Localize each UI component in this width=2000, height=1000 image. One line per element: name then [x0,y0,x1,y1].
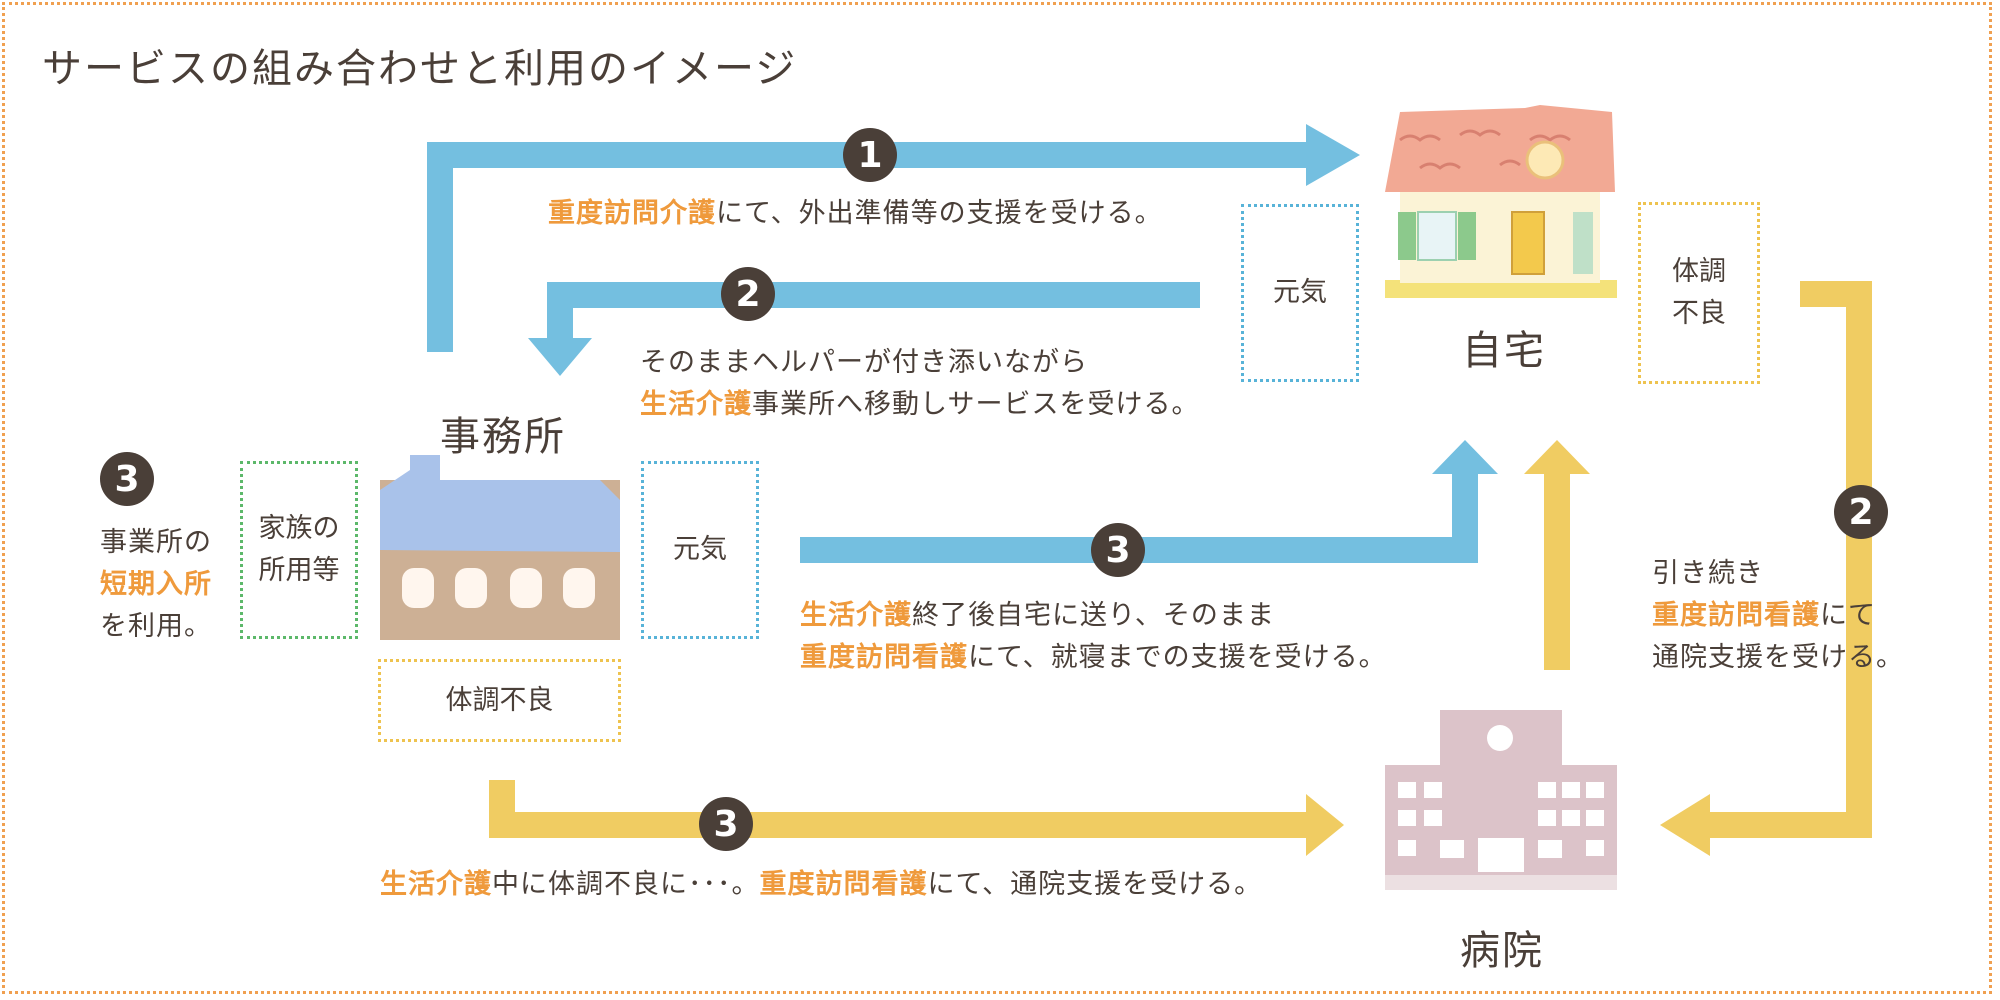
office-label: 事務所 [440,414,566,460]
hospital-building-icon [1385,710,1617,890]
arrow-office-to-hospital [489,780,1344,856]
status-box-taichou-home: 体調 不良 [1638,202,1760,384]
step3-mid-text: 生活介護終了後自宅に送り、そのまま 重度訪問看護にて、就寝までの支援を受ける。 [800,600,1387,673]
status-box-taichou-office: 体調不良 [378,659,621,742]
step-badge-2-right: 2 [1834,485,1888,539]
step2-right-text: 引き続き 重度訪問看護にて 通院支援を受ける。 [1652,558,1904,673]
status-box-family: 家族の 所用等 [240,461,358,639]
arrow-home-to-hospital [1660,281,1872,856]
step-badge-1: 1 [843,128,897,182]
arrow-home-to-office [528,282,1200,376]
step2-text: そのままヘルパーが付き添いながら 生活介護事業所へ移動しサービスを受ける。 [640,347,1200,420]
office-building-icon [380,455,620,640]
step3-left-text: 事業所の 短期入所 を利用。 [100,527,212,642]
arrow-office-to-home [427,124,1360,352]
step-badge-3-mid: 3 [1091,523,1145,577]
status-box-genki-home: 元気 [1241,204,1359,382]
step1-text: 重度訪問介護にて、外出準備等の支援を受ける。 [548,198,1163,229]
home-label: 自宅 [1462,328,1546,374]
step3-bottom-text: 生活介護中に体調不良に･･･。重度訪問看護にて、通院支援を受ける。 [380,869,1263,900]
hospital-label: 病院 [1460,928,1544,974]
page-title: サービスの組み合わせと利用のイメージ [42,46,798,92]
arrow-office-return-home [800,440,1498,563]
step-badge-3-left: 3 [100,452,154,506]
status-box-genki-office: 元気 [641,461,759,639]
step-badge-3-bottom: 3 [699,797,753,851]
step-badge-2: 2 [721,267,775,321]
house-icon [1385,105,1617,298]
arrow-hospital-to-home [1524,440,1590,670]
